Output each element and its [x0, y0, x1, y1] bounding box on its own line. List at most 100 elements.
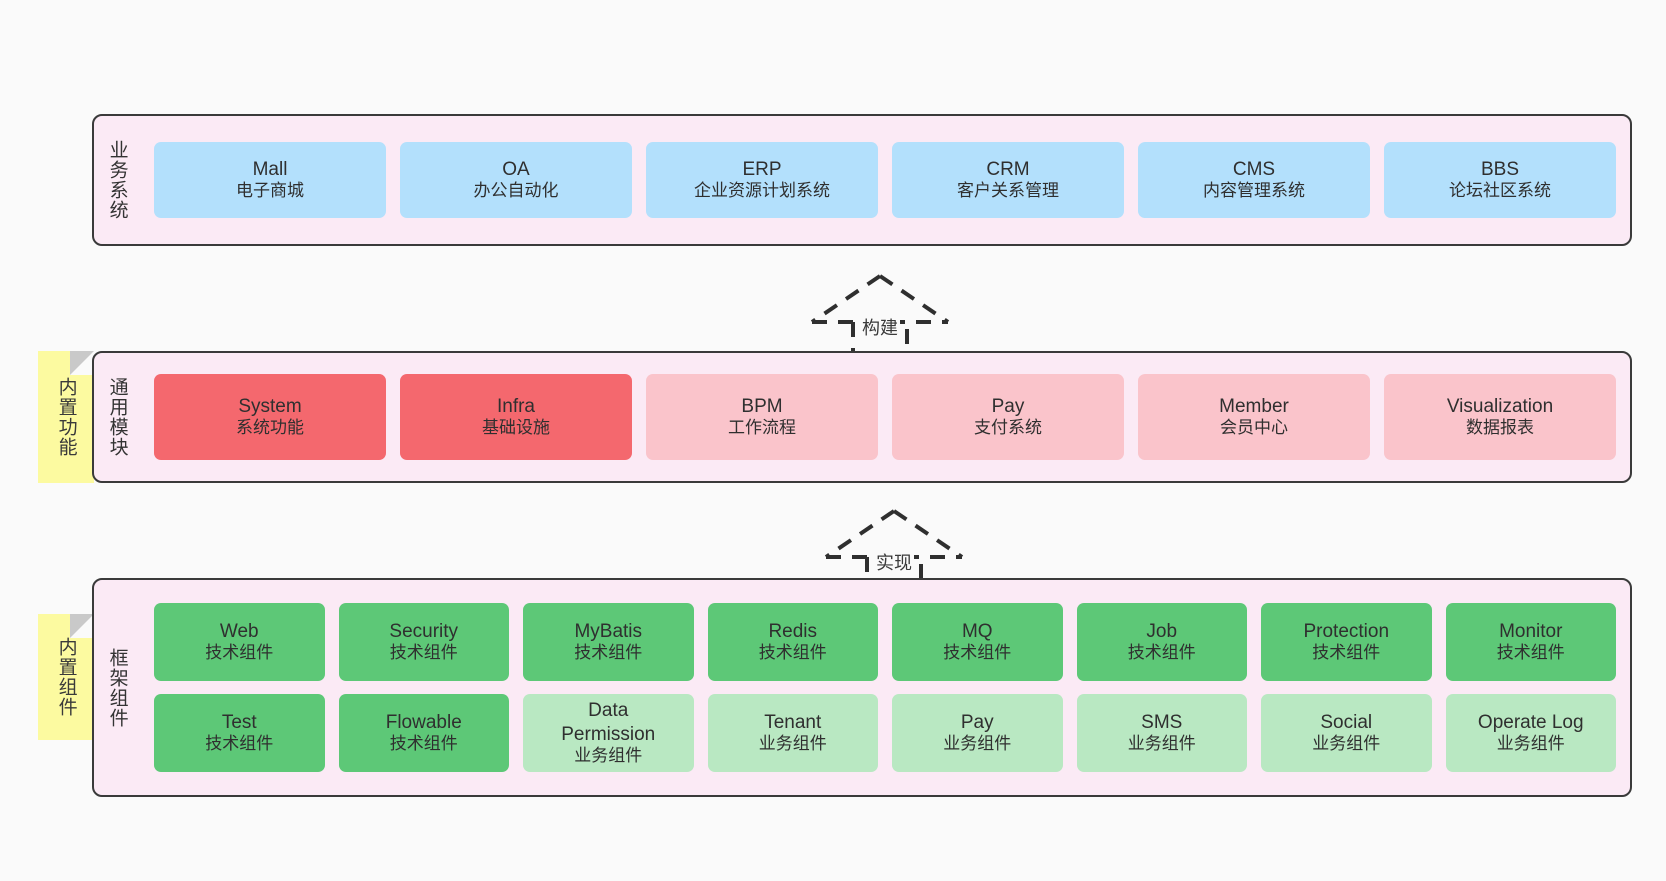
card-title: MyBatis [574, 621, 643, 643]
card-mybatis[interactable]: MyBatis 技术组件 [523, 603, 694, 681]
card-title: Job [1146, 621, 1178, 643]
card-subtitle: 工作流程 [728, 418, 796, 438]
card-operate-log[interactable]: Operate Log 业务组件 [1445, 694, 1616, 772]
card-title: System [238, 396, 302, 418]
card-subtitle: 技术组件 [205, 643, 274, 663]
business-system-card-list: Mall 电子商城 OA 办公自动化 ERP 企业资源计划系统 CRM 客户关系… [140, 116, 1630, 244]
card-social[interactable]: Social 业务组件 [1261, 694, 1432, 772]
card-subtitle: 电子商城 [236, 181, 304, 201]
card-title: BBS [1480, 159, 1520, 181]
card-subtitle: 论坛社区系统 [1449, 181, 1551, 201]
card-title: Visualization [1446, 396, 1554, 418]
card-subtitle: 企业资源计划系统 [694, 181, 830, 201]
card-subtitle: 技术组件 [758, 643, 827, 663]
card-title: Member [1219, 396, 1289, 418]
card-title: Pay [960, 712, 994, 734]
card-title: Pay [991, 396, 1025, 418]
layer-label-common-module: 通用模块 [106, 377, 128, 457]
connector-build: 构建 [800, 272, 960, 360]
connector-implement: 实现 [814, 507, 974, 595]
connector-build-label: 构建 [860, 314, 900, 340]
framework-row-technical: Web 技术组件 Security 技术组件 MyBatis 技术组件 Redi… [154, 603, 1616, 681]
card-subtitle: 业务组件 [1496, 734, 1565, 754]
card-title: SMS [1141, 712, 1183, 734]
card-title: Operate Log [1477, 712, 1584, 734]
card-title: Tenant [764, 712, 822, 734]
card-redis[interactable]: Redis 技术组件 [707, 603, 878, 681]
card-title: BPM [741, 396, 783, 418]
card-web[interactable]: Web 技术组件 [154, 603, 325, 681]
connector-implement-label: 实现 [874, 549, 914, 575]
card-subtitle: 业务组件 [758, 734, 827, 754]
framework-row-business: Test 技术组件 Flowable 技术组件 Data Permission … [154, 694, 1616, 772]
card-test[interactable]: Test 技术组件 [154, 694, 325, 772]
card-title: Social [1320, 712, 1373, 734]
card-protection[interactable]: Protection 技术组件 [1261, 603, 1432, 681]
card-data-permission[interactable]: Data Permission 业务组件 [523, 694, 694, 772]
note-builtin-component: 内置组件 [38, 614, 94, 740]
card-security[interactable]: Security 技术组件 [338, 603, 509, 681]
card-mq[interactable]: MQ 技术组件 [892, 603, 1063, 681]
card-oa[interactable]: OA 办公自动化 [400, 142, 632, 218]
card-pay-component[interactable]: Pay 业务组件 [892, 694, 1063, 772]
card-subtitle: 技术组件 [1496, 643, 1565, 663]
build-arrowhead-right [878, 274, 950, 324]
build-arrowhead-left [810, 274, 882, 324]
note-label: 内置组件 [55, 637, 77, 717]
card-infra[interactable]: Infra 基础设施 [400, 374, 632, 460]
card-title: CRM [986, 159, 1030, 181]
implement-arrowhead-right [892, 509, 964, 559]
card-title: Infra [496, 396, 536, 418]
card-bbs[interactable]: BBS 论坛社区系统 [1384, 142, 1616, 218]
card-subtitle: 业务组件 [1127, 734, 1196, 754]
card-job[interactable]: Job 技术组件 [1076, 603, 1247, 681]
card-cms[interactable]: CMS 内容管理系统 [1138, 142, 1370, 218]
card-title: Protection [1303, 621, 1390, 643]
card-subtitle: 支付系统 [974, 418, 1042, 438]
card-subtitle: 技术组件 [389, 643, 458, 663]
card-title: Monitor [1499, 621, 1563, 643]
card-mall[interactable]: Mall 电子商城 [154, 142, 386, 218]
note-label: 内置功能 [55, 377, 77, 457]
card-system[interactable]: System 系统功能 [154, 374, 386, 460]
card-subtitle: 办公自动化 [473, 181, 559, 201]
layer-label-business-system: 业务系统 [106, 140, 128, 220]
card-title: Redis [768, 621, 818, 643]
card-title: Web [219, 621, 259, 643]
card-title: Data Permission [561, 700, 656, 745]
card-subtitle: 数据报表 [1466, 418, 1534, 438]
card-subtitle: 技术组件 [574, 643, 643, 663]
card-title: OA [502, 159, 530, 181]
card-subtitle: 技术组件 [389, 734, 458, 754]
note-builtin-function: 内置功能 [38, 351, 94, 483]
card-bpm[interactable]: BPM 工作流程 [646, 374, 878, 460]
card-title: Mall [252, 159, 288, 181]
implement-arrowhead-left [824, 509, 896, 559]
card-pay-module[interactable]: Pay 支付系统 [892, 374, 1124, 460]
layer-common-module: 通用模块 System 系统功能 Infra 基础设施 BPM 工作流程 Pay… [92, 351, 1632, 483]
card-subtitle: 系统功能 [236, 418, 304, 438]
card-subtitle: 技术组件 [1312, 643, 1381, 663]
card-subtitle: 内容管理系统 [1203, 181, 1305, 201]
card-title: ERP [742, 159, 782, 181]
card-subtitle: 基础设施 [482, 418, 550, 438]
card-erp[interactable]: ERP 企业资源计划系统 [646, 142, 878, 218]
card-member[interactable]: Member 会员中心 [1138, 374, 1370, 460]
layer-business-system: 业务系统 Mall 电子商城 OA 办公自动化 ERP 企业资源计划系统 CRM… [92, 114, 1632, 246]
card-subtitle: 会员中心 [1220, 418, 1288, 438]
card-crm[interactable]: CRM 客户关系管理 [892, 142, 1124, 218]
card-visualization[interactable]: Visualization 数据报表 [1384, 374, 1616, 460]
card-subtitle: 业务组件 [1312, 734, 1381, 754]
card-sms[interactable]: SMS 业务组件 [1076, 694, 1247, 772]
card-subtitle: 技术组件 [943, 643, 1012, 663]
card-monitor[interactable]: Monitor 技术组件 [1445, 603, 1616, 681]
card-tenant[interactable]: Tenant 业务组件 [707, 694, 878, 772]
card-subtitle: 业务组件 [943, 734, 1012, 754]
card-title: Flowable [385, 712, 462, 734]
card-subtitle: 技术组件 [205, 734, 274, 754]
framework-component-card-list: Web 技术组件 Security 技术组件 MyBatis 技术组件 Redi… [140, 580, 1630, 795]
card-flowable[interactable]: Flowable 技术组件 [338, 694, 509, 772]
card-title: Test [221, 712, 257, 734]
card-title: Security [389, 621, 459, 643]
